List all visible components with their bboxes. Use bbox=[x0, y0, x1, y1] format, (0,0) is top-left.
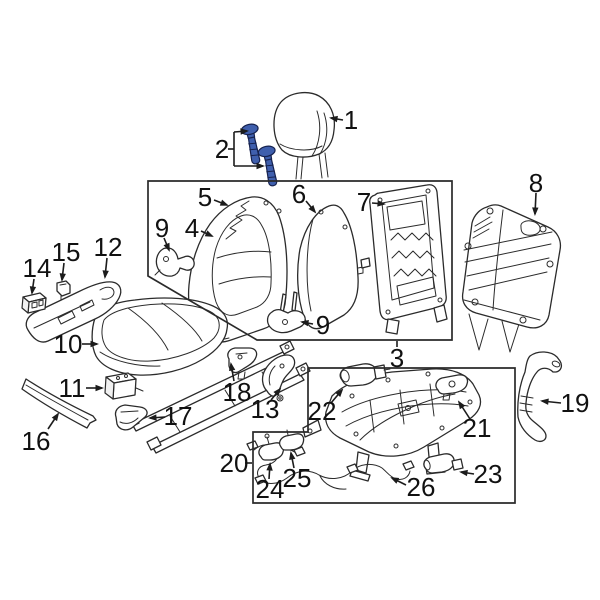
callout-9a: 9 bbox=[155, 213, 169, 243]
callout-14: 14 bbox=[23, 253, 52, 283]
callout-4-arrowhead bbox=[204, 230, 214, 237]
callout-13-arrowhead bbox=[273, 387, 282, 397]
callout-19: 19 bbox=[561, 388, 590, 418]
part-cover-17 bbox=[114, 404, 148, 431]
callout-13: 13 bbox=[251, 394, 280, 424]
group-box-seat-back-group bbox=[147, 180, 453, 341]
part-seat-back-cover-edge bbox=[225, 200, 250, 240]
callout-5-arrowhead bbox=[219, 199, 229, 206]
callout-23-arrowhead bbox=[459, 469, 468, 477]
callout-24: 24 bbox=[256, 474, 285, 504]
callout-26: 26 bbox=[407, 472, 436, 502]
part-bracket-9-left bbox=[154, 247, 195, 277]
callout-2-arrowhead bbox=[256, 162, 265, 170]
part-cover-13 bbox=[261, 354, 296, 402]
callout-6: 6 bbox=[292, 179, 306, 209]
callout-18: 18 bbox=[223, 377, 252, 407]
callout-11: 11 bbox=[59, 373, 86, 403]
callout-9a-arrowhead bbox=[163, 242, 170, 252]
part-back-panel bbox=[461, 204, 562, 353]
part-module-11 bbox=[104, 372, 144, 400]
callout-4: 4 bbox=[185, 213, 199, 243]
callout-6-arrowhead bbox=[308, 204, 317, 214]
callout-15: 15 bbox=[52, 237, 81, 267]
callout-17: 17 bbox=[164, 401, 193, 431]
callout-9b-arrowhead bbox=[300, 320, 309, 327]
part-motor-23 bbox=[423, 453, 464, 474]
part-bracket-25 bbox=[279, 429, 305, 451]
part-bracket-9-bottom bbox=[266, 291, 306, 334]
part-bracket-24 bbox=[258, 433, 285, 461]
callout-1-arrowhead bbox=[329, 115, 338, 123]
part-seat-cushion bbox=[91, 297, 229, 376]
callout-7: 7 bbox=[357, 187, 371, 217]
callout-21: 21 bbox=[463, 413, 492, 443]
part-headrest-guide-a bbox=[240, 123, 261, 165]
callout-8: 8 bbox=[529, 168, 543, 198]
callout-19-arrowhead bbox=[540, 398, 549, 405]
callout-14-arrowhead bbox=[29, 286, 37, 295]
part-bracket-18 bbox=[227, 347, 258, 380]
callout-15-arrowhead bbox=[59, 273, 66, 282]
callout-2-arrowhead bbox=[240, 128, 249, 135]
callout-25: 25 bbox=[283, 463, 312, 493]
callout-10: 10 bbox=[54, 329, 83, 359]
part-clip-15 bbox=[56, 280, 71, 301]
part-handle-19 bbox=[517, 351, 563, 443]
callout-5: 5 bbox=[198, 182, 212, 212]
part-front-trim bbox=[21, 378, 97, 429]
callout-3: 3 bbox=[390, 343, 404, 373]
callout-22: 22 bbox=[308, 396, 337, 426]
callout-26-arrowhead bbox=[390, 477, 400, 484]
group-box-seat-track-group bbox=[252, 367, 516, 504]
callout-24-arrowhead bbox=[266, 462, 273, 471]
callout-12-arrowhead bbox=[102, 270, 109, 279]
part-bracket-21 bbox=[435, 374, 469, 401]
callout-21-arrowhead bbox=[457, 400, 466, 410]
callout-10-arrowhead bbox=[90, 340, 99, 348]
callout-16: 16 bbox=[22, 426, 51, 456]
callout-8-arrowhead bbox=[532, 207, 539, 216]
part-bracket-14 bbox=[21, 292, 47, 314]
part-side-shield bbox=[25, 281, 122, 343]
callout-20: 20 bbox=[220, 448, 249, 478]
part-headrest bbox=[273, 91, 336, 180]
callout-18-arrowhead bbox=[228, 362, 236, 371]
callout-1: 1 bbox=[344, 105, 358, 135]
callout-7-arrowhead bbox=[377, 200, 386, 207]
callout-16-arrowhead bbox=[51, 412, 60, 422]
callout-17-arrowhead bbox=[148, 414, 157, 421]
callout-9b: 9 bbox=[316, 310, 330, 340]
part-seat-back-frame bbox=[360, 184, 448, 335]
part-seat-back-pad bbox=[297, 204, 364, 330]
callout-23: 23 bbox=[474, 459, 503, 489]
callout-11-arrowhead bbox=[95, 384, 104, 392]
callout-2: 2 bbox=[215, 134, 229, 164]
callout-25-arrowhead bbox=[289, 451, 296, 461]
callout-12: 12 bbox=[94, 232, 123, 262]
callout-22-arrowhead bbox=[335, 388, 344, 398]
